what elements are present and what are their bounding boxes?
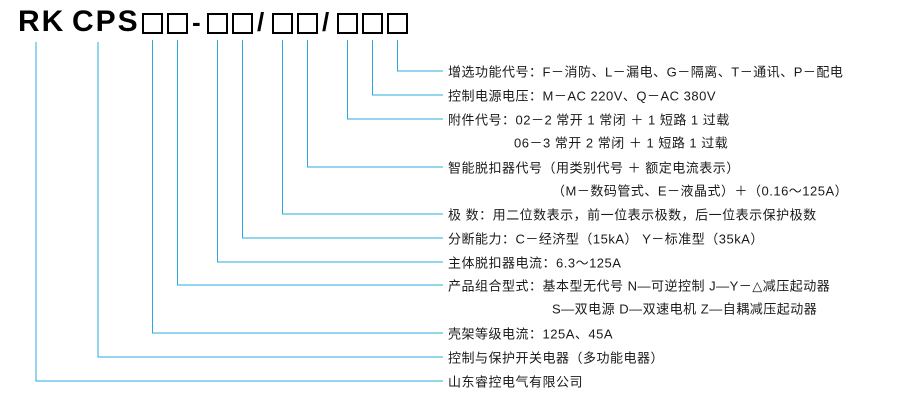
connector-line-main-trip-current bbox=[217, 40, 443, 263]
annotation-product-combination-line2: S—双电源 D—双速电机 Z—自耦减压起动器 bbox=[552, 301, 818, 317]
annotation-frame-current: 壳架等级电流：125A、45A bbox=[448, 326, 613, 342]
connector-line-poles bbox=[282, 40, 443, 215]
connector-line-trip-unit-code bbox=[307, 40, 443, 168]
annotation-poles: 极 数：用二位数表示，前一位表示极数，后一位表示保护极数 bbox=[448, 207, 817, 223]
model-code-box-8 bbox=[362, 13, 383, 34]
model-code-separator-slash-2: / bbox=[322, 7, 330, 37]
annotation-company: 山东睿控电气有限公司 bbox=[448, 374, 584, 390]
connector-line-frame-current bbox=[152, 40, 443, 334]
connector-line-optional-function bbox=[397, 40, 443, 72]
annotation-breaking-capacity: 分断能力：C－经济型（15kA） Y－标准型（35kA） bbox=[448, 231, 764, 247]
model-code-separator-slash-1: / bbox=[257, 7, 265, 37]
connector-line-company bbox=[35, 42, 443, 382]
model-prefix-cps: CPS bbox=[72, 5, 140, 38]
annotation-optional-function: 增选功能代号：F－消防、L－漏电、G－隔离、T－通讯、P－配电 bbox=[448, 64, 844, 80]
model-code-box-7 bbox=[337, 13, 358, 34]
model-code-box-6 bbox=[297, 13, 318, 34]
annotation-product-combination: 产品组合型式：基本型无代号 N—可逆控制 J—Y－△减压起动器 bbox=[448, 278, 831, 294]
connector-line-accessory-code bbox=[347, 40, 443, 120]
model-code-separator-dash: - bbox=[192, 7, 201, 37]
annotation-main-trip-current: 主体脱扣器电流：6.3～125A bbox=[448, 255, 622, 271]
annotation-accessory-code-line2: 06－3 常开 2 常闭 ＋ 1 短路 1 过载 bbox=[514, 135, 729, 151]
model-code-box-5 bbox=[272, 13, 293, 34]
model-code-box-4 bbox=[232, 13, 253, 34]
connector-line-product-combination bbox=[177, 40, 443, 286]
model-code-box-3 bbox=[207, 13, 228, 34]
annotation-trip-unit-code: 智能脱扣器代号（用类别代号 ＋ 额定电流表示） bbox=[448, 160, 740, 176]
annotation-accessory-code: 附件代号：02－2 常开 1 常闭 ＋ 1 短路 1 过载 bbox=[448, 112, 730, 128]
model-code-box-1 bbox=[142, 13, 163, 34]
annotation-control-voltage: 控制电源电压：M－AC 220V、Q－AC 380V bbox=[448, 88, 717, 104]
connector-line-breaking-capacity bbox=[242, 40, 443, 239]
model-code-box-2 bbox=[167, 13, 188, 34]
model-prefix-rk: RK bbox=[18, 5, 66, 38]
annotation-device-type: 控制与保护开关电器（多功能电器） bbox=[448, 350, 665, 366]
annotation-trip-unit-code-line2: （M－数码管式、E－液晶式）＋（0.16～125A） bbox=[552, 183, 849, 199]
connector-line-control-voltage bbox=[372, 40, 443, 96]
model-code-box-9 bbox=[387, 13, 408, 34]
connector-line-device-type bbox=[97, 42, 443, 358]
